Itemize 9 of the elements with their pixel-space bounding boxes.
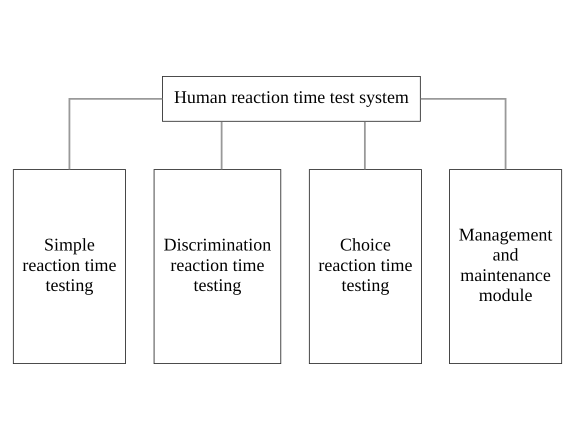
connector xyxy=(68,98,162,170)
node-box: Simple reaction time testing xyxy=(12,169,126,364)
node-box: Human reaction time test system xyxy=(162,76,421,122)
node-box: Choice reaction time testing xyxy=(308,169,422,364)
node-box: Management and maintenance module xyxy=(449,169,562,364)
connector xyxy=(364,122,366,170)
node-box: Discrimination reaction time testing xyxy=(154,169,282,364)
connector xyxy=(220,122,223,170)
connector xyxy=(420,98,506,170)
